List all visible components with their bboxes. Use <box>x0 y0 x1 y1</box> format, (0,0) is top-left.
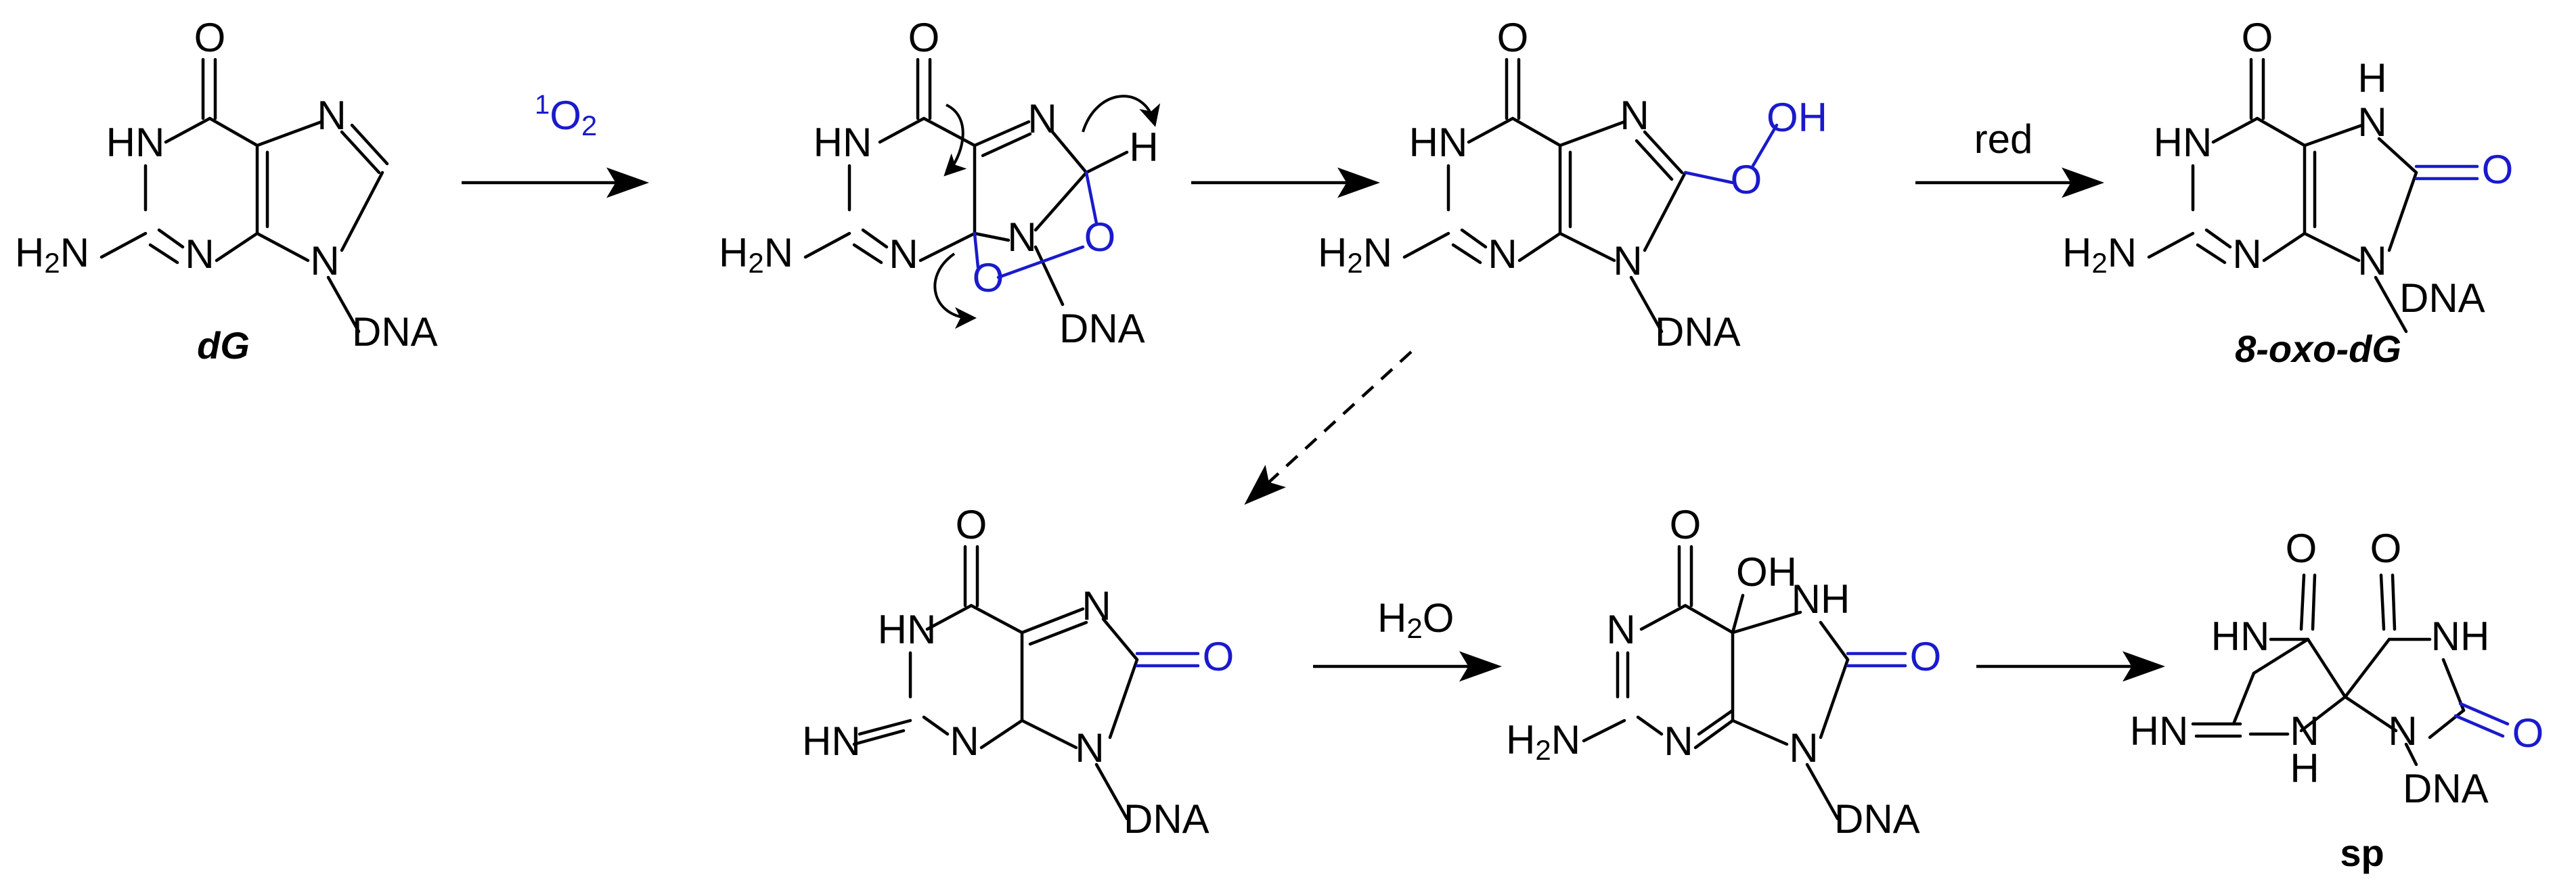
atom-DNA: DNA <box>1834 796 1920 842</box>
atom-O-peroxide-2: O <box>1084 214 1116 260</box>
atom-N-7: N <box>2357 99 2386 145</box>
atom-N: N <box>1488 231 1517 277</box>
atom-HN: HN <box>878 607 937 652</box>
atom-O-carbonyl: O <box>1203 634 1235 679</box>
atom-O: O <box>908 15 940 60</box>
atom-O-peroxide-1: O <box>973 255 1004 300</box>
atom-OH: OH <box>1767 95 1827 140</box>
atom-O-carbonyl-3: O <box>2512 710 2544 756</box>
atom-N-7: N <box>1027 96 1057 141</box>
label-sp: sp <box>2340 831 2384 874</box>
atom-N-9: N <box>1789 725 1818 771</box>
atom-HN: HN <box>106 120 165 165</box>
atom-N-lower: N <box>2388 708 2417 754</box>
atom-H-lower: H <box>2290 746 2319 791</box>
atom-O-carbonyl-2: O <box>2370 526 2402 571</box>
atom-O: O <box>2242 15 2273 60</box>
atom-N-3: N <box>1664 719 1693 764</box>
atom-N-9: N <box>1613 238 1642 283</box>
label-8-oxo-dG: 8-oxo-dG <box>2235 327 2401 370</box>
atom-H: H <box>1129 124 1158 170</box>
reagent-water: H2O <box>1377 595 1454 644</box>
atom-O-carbonyl-1: O <box>2286 526 2317 571</box>
atom-DNA: DNA <box>2399 275 2485 321</box>
atom-N: N <box>889 231 918 277</box>
atom-N-1: N <box>1606 607 1635 652</box>
step-arrow-dashed <box>1244 350 1413 505</box>
amino-group: H2N <box>2062 230 2137 279</box>
step-arrow-1: 1O2 <box>462 90 649 198</box>
atom-DNA: DNA <box>2403 766 2489 811</box>
molecule-sp: O O HN NH HN N H N O DNA sp <box>2130 526 2544 874</box>
atom-NH: NH <box>2431 614 2490 659</box>
atom-DNA: DNA <box>1059 306 1145 351</box>
atom-HN: HN <box>814 120 872 165</box>
atom-HN: HN <box>2154 120 2213 165</box>
atom-OH: OH <box>1736 549 1797 595</box>
molecule-endoperoxide: O HN N N N H O O H2N DNA <box>719 15 1161 351</box>
atom-N-9: N <box>1007 214 1036 260</box>
molecule-imine: O HN N N N O HN DNA <box>802 502 1234 842</box>
atom-O-carbonyl: O <box>2482 147 2514 192</box>
reagent-reduction: red <box>1974 116 2033 162</box>
molecule-8-oxo-dG: O HN N H N N O H2N DNA 8-oxo-dG <box>2062 15 2513 370</box>
step-arrow-4: H2O <box>1313 595 1502 682</box>
atom-N: N <box>950 719 979 764</box>
atom-HN: HN <box>1409 120 1468 165</box>
reagent-singlet-oxygen: 1O2 <box>535 90 597 142</box>
atom-O-peroxy: O <box>1731 157 1762 202</box>
atom-N-7: N <box>1620 93 1649 138</box>
imine-group: HN <box>802 719 861 764</box>
atom-N-9: N <box>2357 238 2386 283</box>
molecule-dG: O HN N N N H2N DNA dG <box>15 15 438 367</box>
amino-group: H2N <box>1318 230 1392 279</box>
molecule-8-hydroperoxide: O HN N N N O OH H2N DNA <box>1318 15 1827 355</box>
atom-H-7: H <box>2357 55 2386 101</box>
atom-N: N <box>2232 231 2261 277</box>
amino-group: H2N <box>719 230 793 279</box>
amino-group: H2N <box>1506 717 1580 766</box>
molecule-5-hydroxy: O N N OH NH N O H2N DNA <box>1506 502 1941 842</box>
atom-NH-lower: N <box>2290 708 2319 754</box>
atom-DNA: DNA <box>1655 309 1741 355</box>
label-dG: dG <box>197 324 250 367</box>
atom-N-7: N <box>317 93 346 138</box>
atom-HN: HN <box>2211 614 2270 659</box>
atom-N-9: N <box>1075 725 1104 771</box>
atom-N: N <box>185 231 214 277</box>
imine-group: HN <box>2130 708 2189 754</box>
atom-DNA: DNA <box>352 309 438 355</box>
atom-O-carbonyl: O <box>1910 634 1942 679</box>
atom-N-9: N <box>310 238 339 283</box>
atom-O: O <box>1497 15 1529 60</box>
atom-O: O <box>1670 502 1702 547</box>
atom-N-7: N <box>1082 583 1111 629</box>
amino-group: H2N <box>15 230 89 279</box>
atom-O: O <box>194 15 226 60</box>
step-arrow-3: red <box>1915 116 2104 198</box>
atom-NH-7: NH <box>1792 576 1850 622</box>
atom-DNA: DNA <box>1124 796 1209 842</box>
atom-O: O <box>956 502 987 547</box>
